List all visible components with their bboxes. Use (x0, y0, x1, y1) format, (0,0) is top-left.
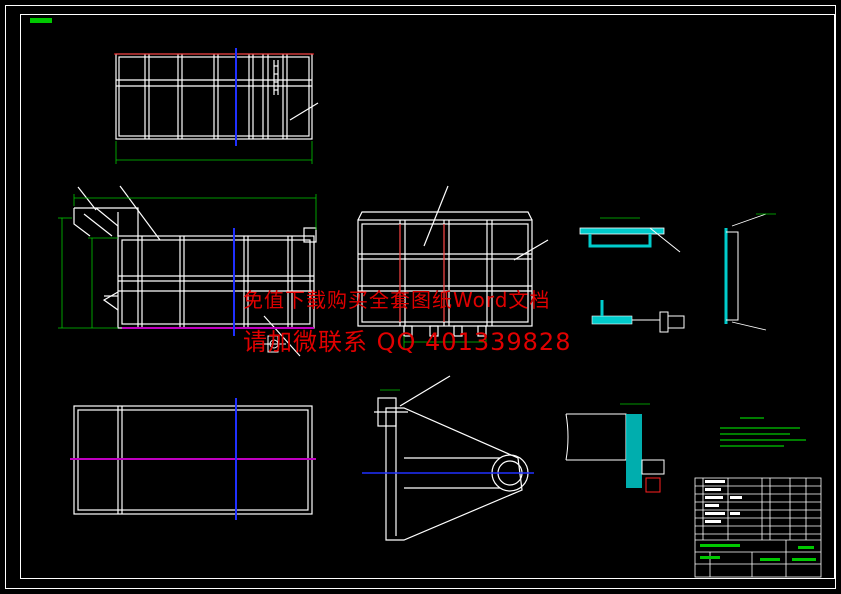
view-top-elevation (115, 53, 319, 140)
end-elevation-dimension (403, 336, 487, 348)
view-bracket (374, 375, 529, 541)
frame-tag (30, 18, 52, 23)
detail-weld-section (565, 403, 665, 493)
title-block-fills (705, 480, 742, 523)
detail-vertical-channel (724, 213, 776, 331)
view-side-elevation (73, 185, 317, 357)
detail-bolt-joint (591, 300, 685, 333)
side-elevation-dimensions (58, 194, 317, 329)
technical-notes (720, 417, 806, 447)
title-block-green-labels (700, 544, 816, 561)
detail-channel-section (579, 217, 681, 253)
side-elevation-small-part (256, 335, 286, 353)
title-block (694, 477, 822, 578)
drawing-frame (5, 5, 836, 589)
view-end-elevation (357, 185, 549, 337)
top-elevation-dimension (115, 141, 313, 164)
end-elevation-red-lines (399, 224, 445, 322)
